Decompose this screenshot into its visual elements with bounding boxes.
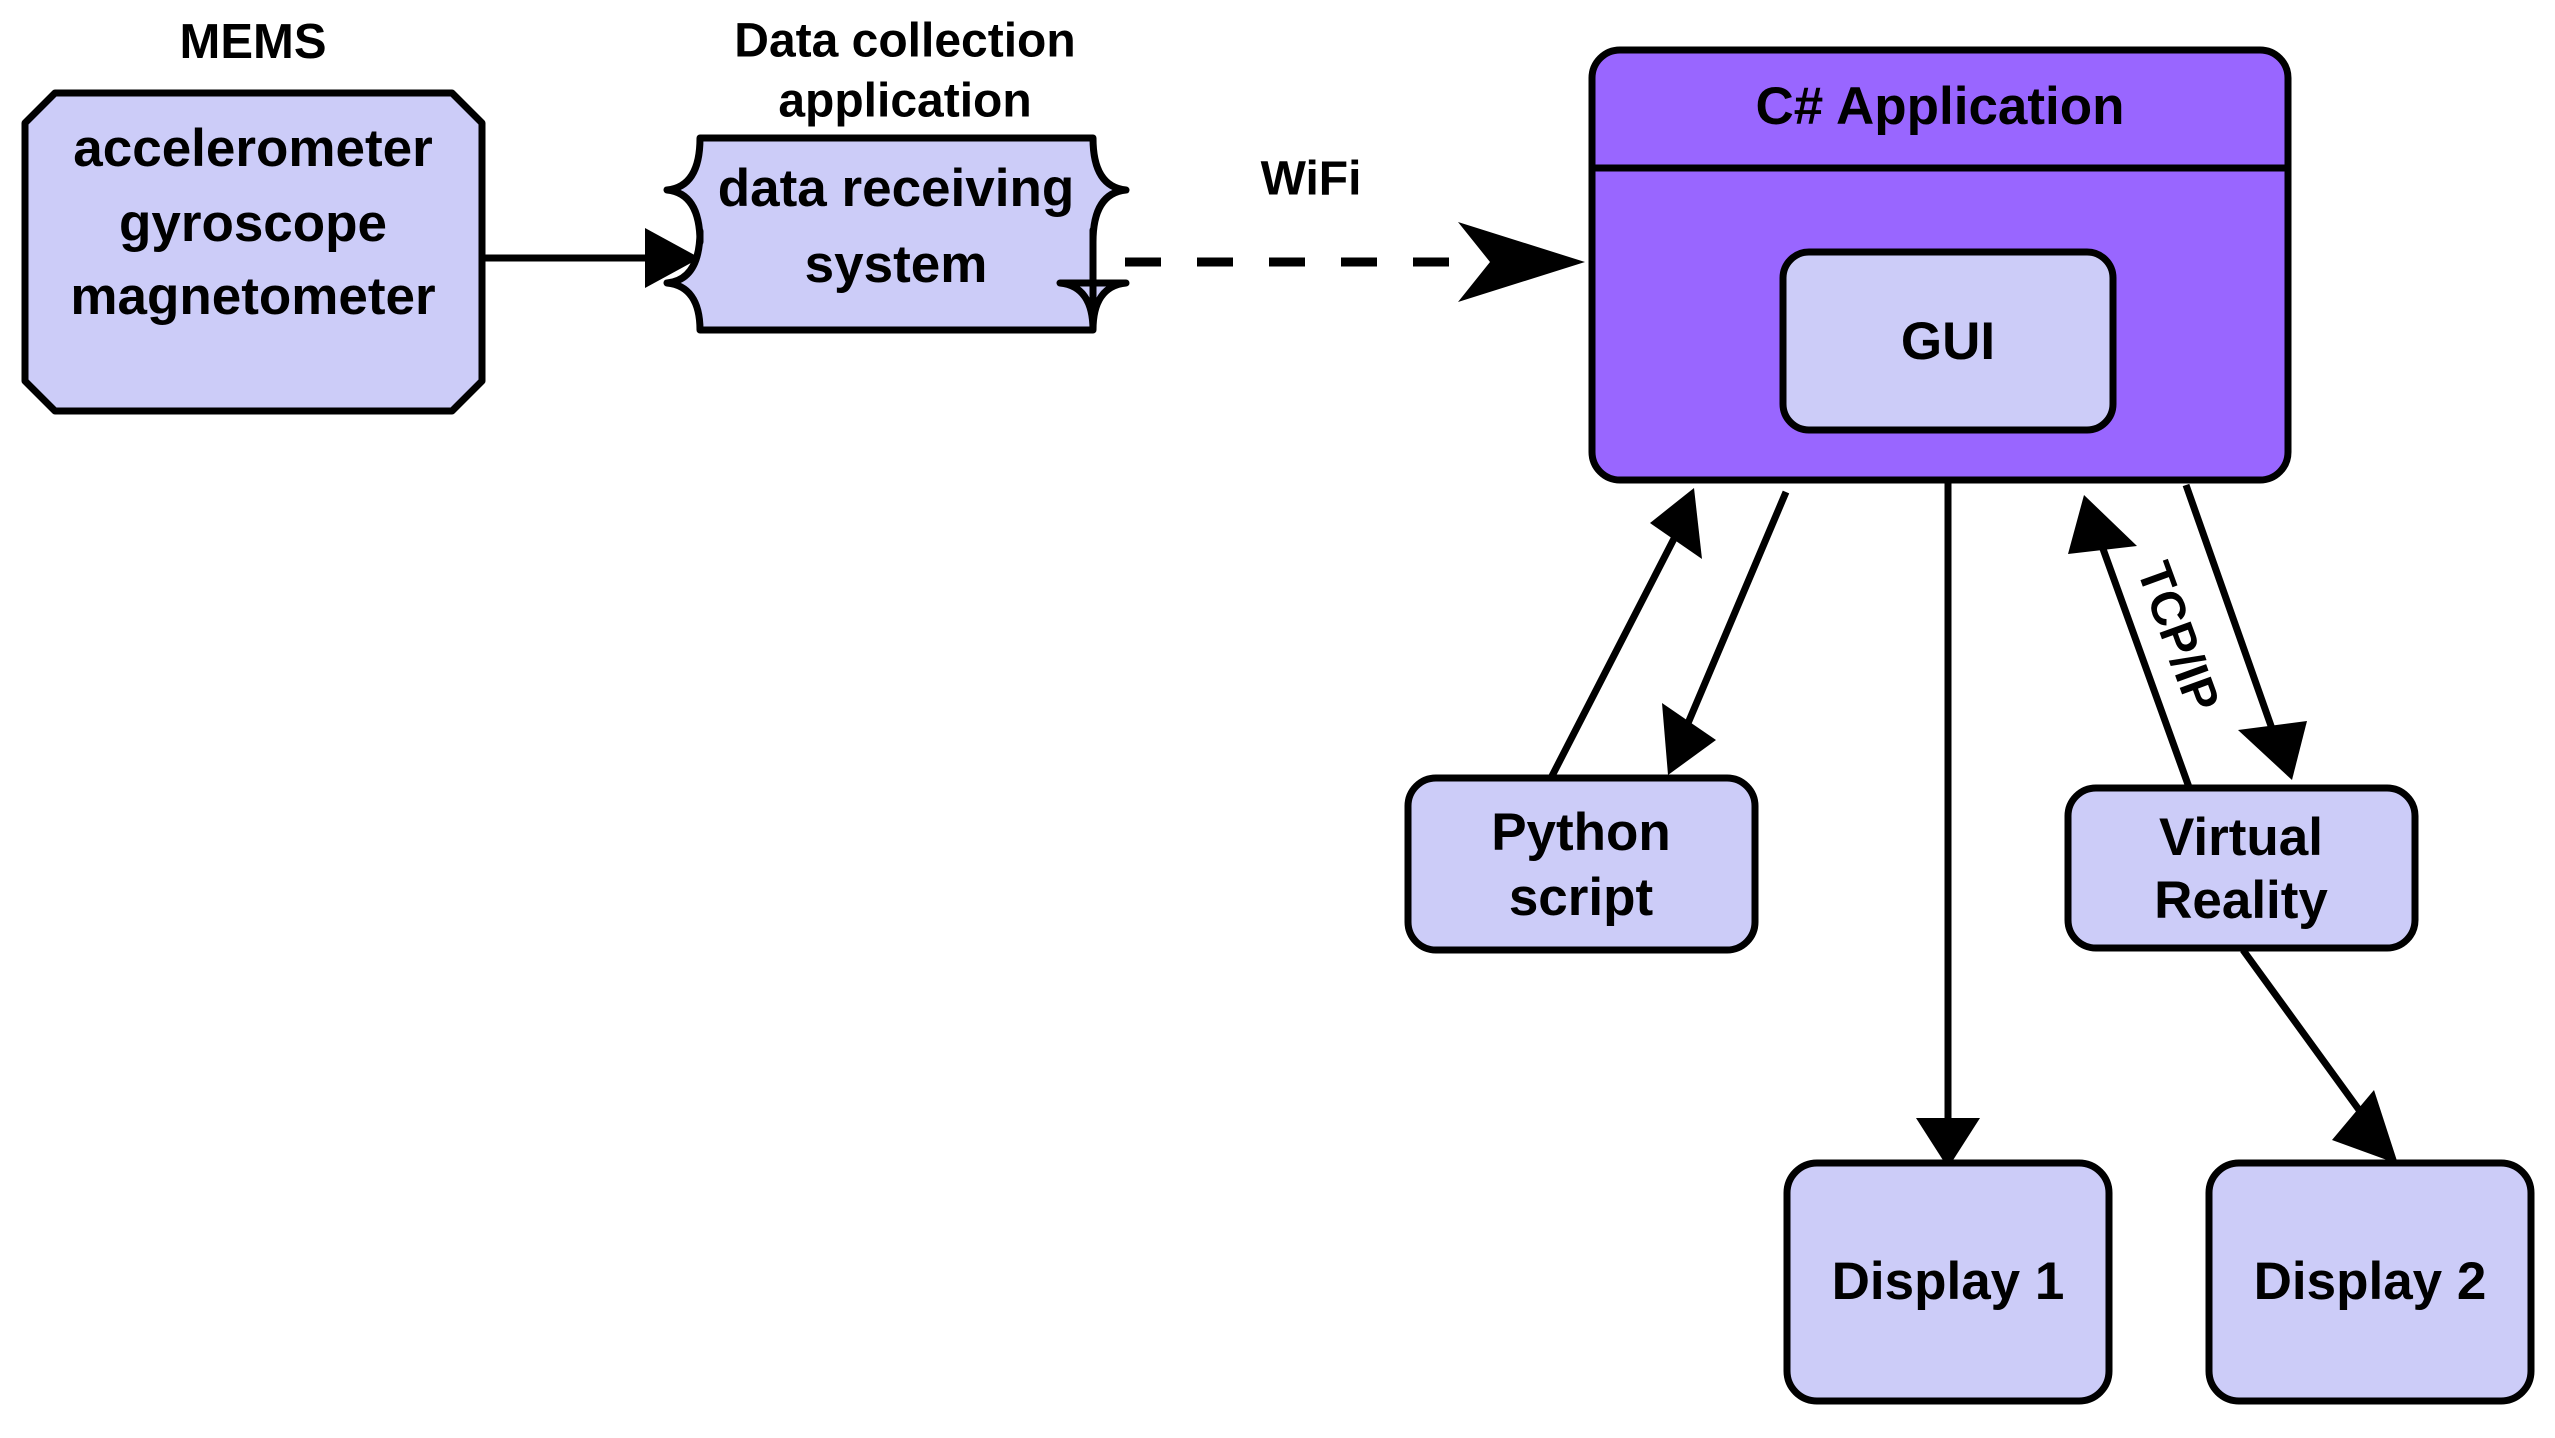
mems-sensors-line-2: gyroscope: [119, 194, 387, 253]
node-python-script[interactable]: Python script: [1404, 774, 1759, 954]
edge-data-receiving-to-csharp: [1125, 222, 1585, 302]
data-collection-caption-line-1: Data collection: [734, 15, 1075, 68]
mems-sensors-line-3: magnetometer: [70, 267, 435, 326]
edge-python-to-csharp: [1548, 488, 1702, 778]
display-2-label: Display 2: [2254, 1252, 2487, 1311]
data-collection-caption-line-2: application: [778, 75, 1031, 128]
node-display-1[interactable]: Display 1: [1783, 1159, 2113, 1405]
virtual-reality-line-1: Virtual: [2159, 808, 2323, 867]
mems-caption: MEMS: [180, 15, 327, 69]
gui-label: GUI: [1901, 312, 1995, 371]
edge-csharp-to-vr: [2182, 483, 2307, 780]
node-data-receiving-system[interactable]: data receiving system: [663, 134, 1130, 334]
python-script-line-1: Python: [1491, 803, 1671, 862]
edge-csharp-to-python: [1662, 490, 1790, 775]
edge-vr-to-display-2: [2240, 947, 2398, 1164]
display-1-label: Display 1: [1832, 1252, 2065, 1311]
data-receiving-system-line-2: system: [805, 235, 988, 294]
node-mems-sensors[interactable]: accelerometer gyroscope magnetometer: [21, 89, 486, 415]
edge-gui-to-display-1: [1916, 430, 1980, 1168]
node-gui[interactable]: GUI: [1779, 248, 2117, 434]
node-virtual-reality[interactable]: Virtual Reality: [2064, 784, 2419, 952]
csharp-application-title: C# Application: [1755, 77, 2124, 136]
tcpip-edge-label: TCP/IP: [2126, 555, 2229, 718]
edge-mems-to-data-receiving: [483, 228, 700, 288]
node-display-2[interactable]: Display 2: [2205, 1159, 2535, 1405]
virtual-reality-line-2: Reality: [2154, 871, 2328, 930]
edge-vr-to-csharp: [2068, 495, 2194, 792]
data-receiving-system-line-1: data receiving: [718, 159, 1074, 218]
python-script-line-2: script: [1509, 868, 1653, 927]
mems-sensors-line-1: accelerometer: [73, 119, 432, 178]
wifi-edge-label: WiFi: [1261, 153, 1362, 206]
